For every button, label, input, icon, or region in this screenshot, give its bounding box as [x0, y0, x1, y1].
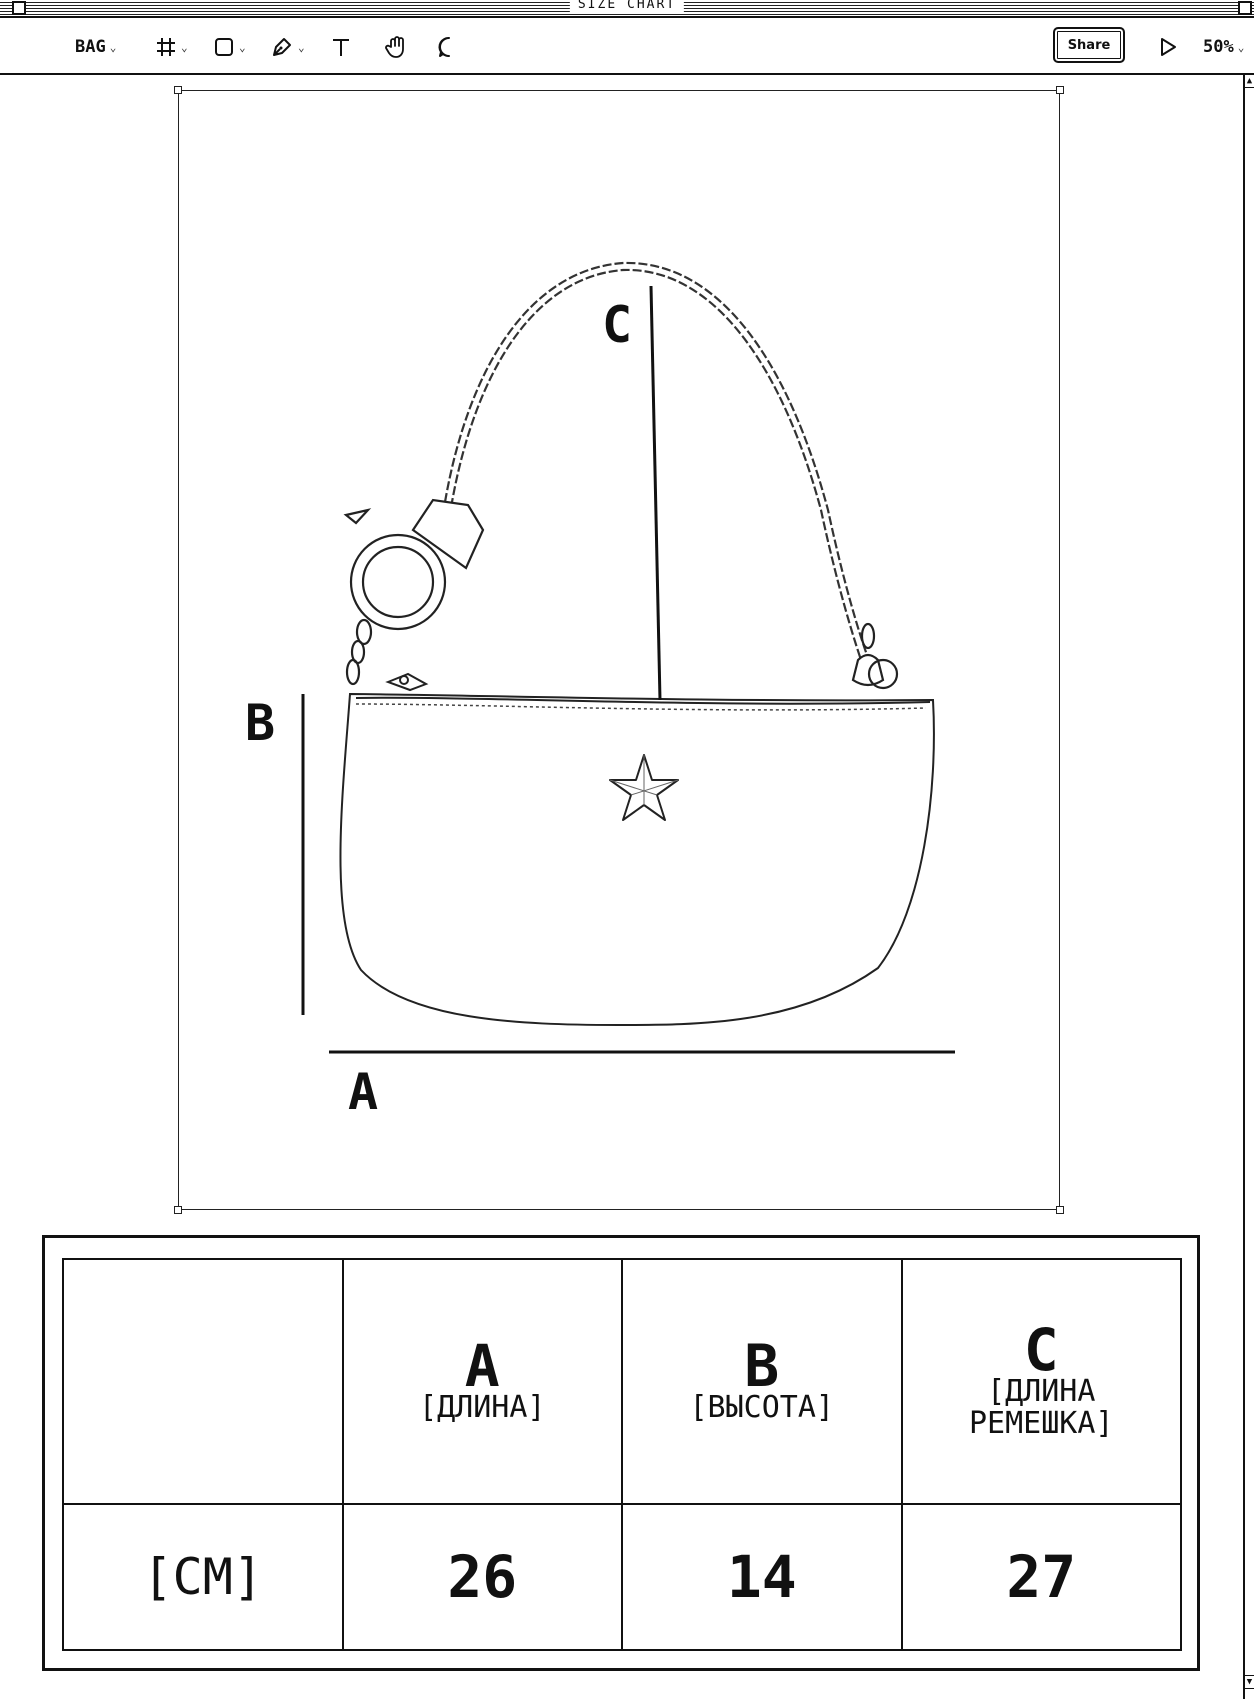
share-button[interactable]: Share [1053, 27, 1125, 63]
frame-selector[interactable]: BAG ⌄ [75, 33, 116, 61]
chain-strap [443, 261, 870, 661]
table-header-row: A [ДЛИНА] B [ВЫСОТА] C [ДЛИНА РЕМЕШКА] [62, 1257, 1182, 1506]
present-button[interactable] [1158, 33, 1178, 61]
resize-handle-bottom-right[interactable] [1056, 1206, 1064, 1214]
dimension-label-b: B [245, 694, 276, 752]
zoom-selector[interactable]: 50% ⌄ [1203, 33, 1244, 61]
chevron-down-icon: ⌄ [109, 40, 117, 54]
text-tool[interactable] [330, 33, 352, 61]
zoom-level: 50% [1203, 37, 1234, 57]
resize-handle-top-right[interactable] [1056, 86, 1064, 94]
frame-label: BAG [75, 37, 106, 57]
window-close-box[interactable] [12, 1, 26, 15]
value-a-cell: 26 [341, 1503, 623, 1651]
shape-tool[interactable]: ⌄ [213, 33, 246, 61]
chevron-down-icon: ⌄ [239, 40, 246, 54]
resize-handle-bottom-left[interactable] [174, 1206, 182, 1214]
bag-body [339, 692, 935, 1027]
play-icon [1161, 38, 1176, 56]
resize-handle-top-left[interactable] [174, 86, 182, 94]
header-letter: B [744, 1331, 780, 1400]
shape-rect-icon [215, 38, 233, 56]
header-letter: A [464, 1331, 500, 1400]
frame-grid-icon [157, 38, 175, 56]
table-header-b: B [ВЫСОТА] [621, 1257, 903, 1506]
right-clasp [851, 622, 899, 690]
chevron-down-icon: ⌄ [181, 40, 188, 54]
header-sub: [ДЛИНА] [419, 1389, 546, 1425]
handcuff [343, 498, 485, 686]
zipper-seam [355, 703, 927, 711]
toolbar: BAG ⌄ ⌄ ⌄ ⌄ Share 50% ⌄ [0, 18, 1254, 75]
value-b-cell: 14 [621, 1503, 903, 1651]
hand-tool[interactable] [384, 33, 410, 61]
frame-tool[interactable]: ⌄ [155, 33, 188, 61]
bag-illustration [301, 261, 955, 1054]
text-tool-icon [333, 39, 349, 56]
vertical-scrollbar[interactable]: ▲ ▼ [1243, 75, 1254, 1699]
artboard-frame[interactable] [178, 90, 1060, 1210]
size-table-frame: A [ДЛИНА] B [ВЫСОТА] C [ДЛИНА РЕМЕШКА] [… [42, 1235, 1200, 1671]
table-row: [СМ] 26 14 27 [62, 1503, 1182, 1651]
table-header-c: C [ДЛИНА РЕМЕШКА] [900, 1257, 1182, 1506]
chevron-down-icon: ⌄ [1237, 40, 1245, 54]
zipper-pull [385, 672, 429, 692]
table-header-empty [62, 1257, 344, 1506]
scroll-up-icon[interactable]: ▲ [1245, 76, 1254, 88]
comment-icon [438, 37, 450, 57]
dimension-line-c [649, 285, 662, 701]
value-c-cell: 27 [900, 1503, 1182, 1651]
window-zoom-box[interactable] [1238, 1, 1252, 15]
window-title: SIZE CHART [569, 0, 685, 13]
table-header-a: A [ДЛИНА] [341, 1257, 623, 1506]
pen-tool-icon [273, 38, 291, 56]
dimension-label-c: C [602, 296, 633, 354]
scroll-down-icon[interactable]: ▼ [1245, 1675, 1254, 1689]
unit-cell: [СМ] [62, 1503, 344, 1651]
window-title-bar: SIZE CHART [0, 0, 1254, 18]
hand-tool-icon [385, 36, 404, 58]
comment-tool[interactable] [437, 33, 461, 61]
header-letter: C [1023, 1315, 1059, 1384]
chevron-down-icon: ⌄ [298, 40, 305, 54]
size-table: A [ДЛИНА] B [ВЫСОТА] C [ДЛИНА РЕМЕШКА] [… [62, 1257, 1182, 1651]
pen-tool[interactable]: ⌄ [270, 33, 305, 61]
zipper-line [355, 696, 931, 705]
header-sub: [ДЛИНА РЕМЕШКА] [969, 1373, 1114, 1441]
dimension-label-a: A [348, 1063, 379, 1121]
header-sub: [ВЫСОТА] [689, 1389, 835, 1425]
